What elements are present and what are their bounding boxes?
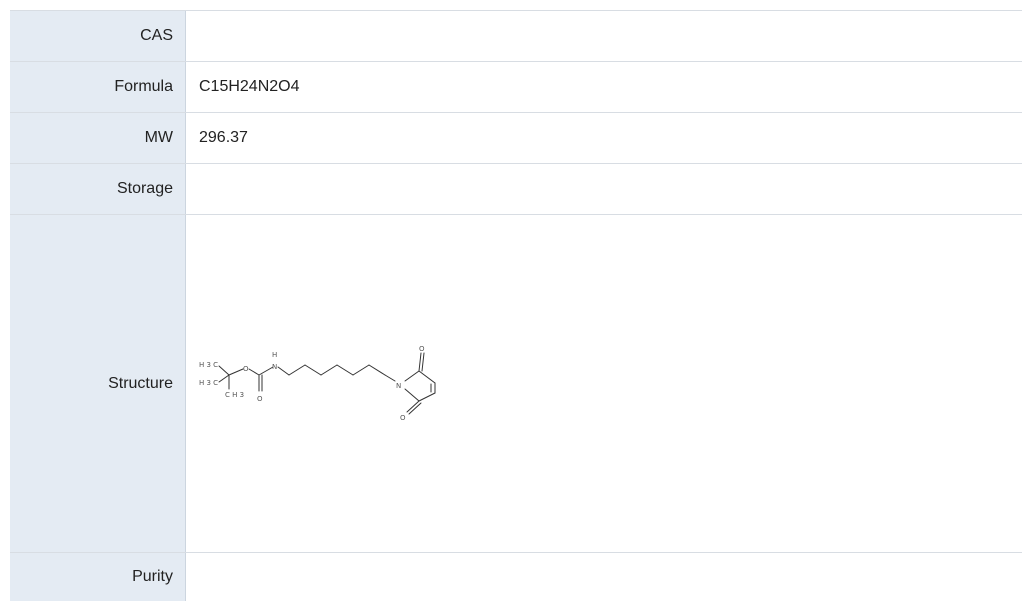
h3c-bottom-atom: H 3 C <box>199 379 218 387</box>
ester-oxygen-atom: O <box>243 365 249 373</box>
ring-bottom-oxygen-atom: O <box>400 414 406 422</box>
purity-label: Purity <box>10 553 186 601</box>
row-cas: CAS <box>10 11 1022 62</box>
cas-value <box>186 11 1022 61</box>
storage-label: Storage <box>10 164 186 214</box>
storage-value <box>186 164 1022 214</box>
formula-label: Formula <box>10 62 186 112</box>
row-purity: Purity <box>10 553 1022 601</box>
h3c-top-atom: H 3 C <box>199 361 218 369</box>
carbonyl-oxygen-atom: O <box>257 395 263 403</box>
purity-value <box>186 553 1022 601</box>
row-structure: Structure <box>10 215 1022 553</box>
cas-label: CAS <box>10 11 186 61</box>
ch3-atom: C H 3 <box>225 391 244 399</box>
product-spec-table: CAS Formula C15H24N2O4 MW 296.37 Storage… <box>10 10 1022 601</box>
row-formula: Formula C15H24N2O4 <box>10 62 1022 113</box>
structure-cell: H 3 C H 3 C C H 3 O O H N N O O <box>186 215 1022 552</box>
amide-n-atom: N <box>272 363 277 371</box>
chemical-structure-image: H 3 C H 3 C C H 3 O O H N N O O <box>199 345 436 422</box>
formula-value: C15H24N2O4 <box>199 78 300 95</box>
mw-label: MW <box>10 113 186 163</box>
row-mw: MW 296.37 <box>10 113 1022 164</box>
amide-h-atom: H <box>272 351 277 359</box>
mw-value: 296.37 <box>199 129 248 146</box>
ring-n-atom: N <box>396 382 401 390</box>
row-storage: Storage <box>10 164 1022 215</box>
ring-top-oxygen-atom: O <box>419 345 425 353</box>
structure-label: Structure <box>10 215 186 552</box>
